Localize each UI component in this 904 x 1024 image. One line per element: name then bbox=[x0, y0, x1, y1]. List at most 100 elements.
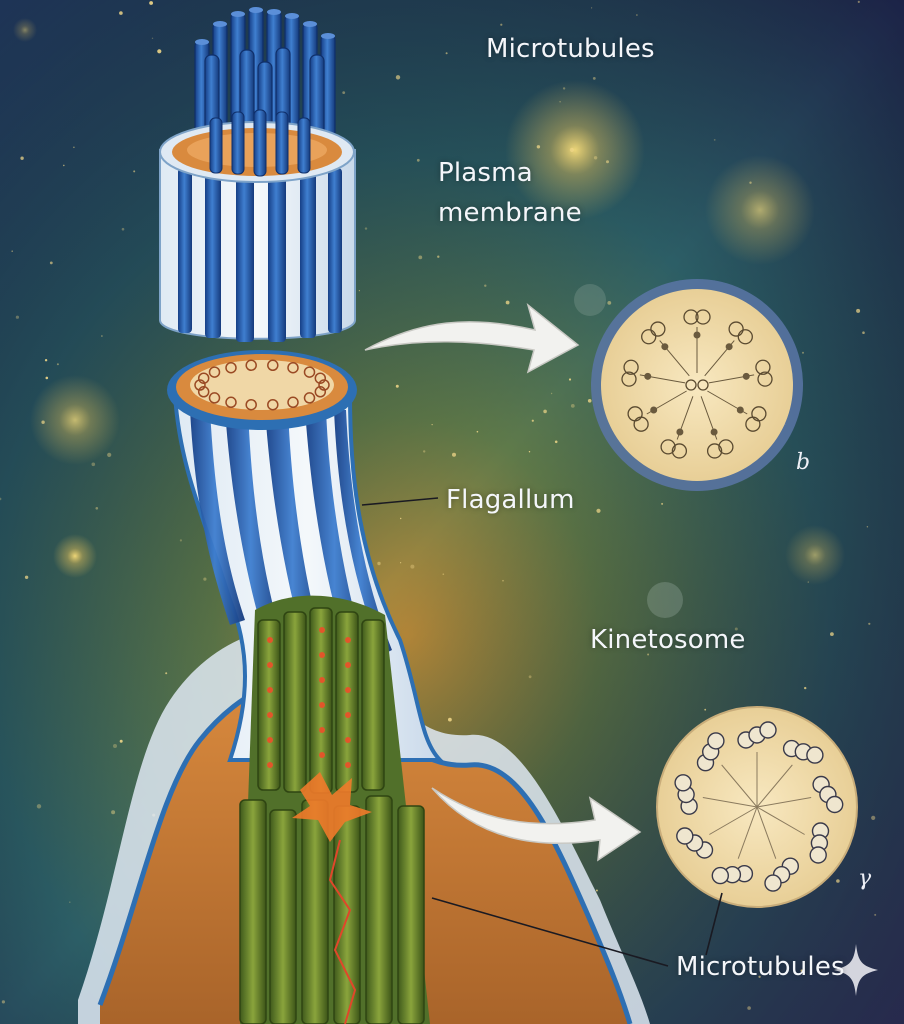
dust-speck bbox=[203, 578, 206, 581]
dust-speck bbox=[563, 87, 565, 89]
dust-speck bbox=[747, 1006, 751, 1010]
dust-speck bbox=[555, 441, 558, 444]
spoke-head bbox=[645, 373, 651, 379]
dust-speck bbox=[365, 227, 367, 229]
dust-speck bbox=[532, 420, 534, 422]
triplet-tubule bbox=[760, 722, 776, 738]
dust-speck bbox=[856, 309, 860, 313]
dust-speck bbox=[359, 290, 360, 291]
dust-speck bbox=[529, 675, 532, 678]
dust-speck bbox=[830, 632, 834, 636]
dust-speck bbox=[571, 404, 575, 408]
dust-speck bbox=[25, 576, 28, 579]
dust-speck bbox=[180, 539, 182, 541]
triplet-tubule bbox=[712, 868, 728, 884]
dust-speck bbox=[113, 744, 117, 748]
dust-speck bbox=[858, 1, 860, 3]
triplet-tubule bbox=[807, 747, 823, 763]
dust-speck bbox=[502, 580, 504, 582]
dust-speck bbox=[570, 148, 574, 152]
tag-upper-cross-section: b bbox=[796, 450, 810, 475]
dust-speck bbox=[606, 160, 609, 163]
dust-speck bbox=[2, 1000, 5, 1003]
triplet-tubule bbox=[675, 775, 691, 791]
dust-speck bbox=[11, 250, 13, 252]
tag-lower-cross-section: γ bbox=[858, 866, 871, 891]
dust-speck bbox=[122, 228, 125, 231]
dust-speck bbox=[46, 377, 49, 380]
dust-speck bbox=[410, 565, 414, 569]
dust-speck bbox=[152, 38, 153, 39]
dust-speck bbox=[443, 573, 445, 575]
spoke-head bbox=[726, 344, 732, 350]
dust-speck bbox=[119, 11, 123, 15]
spoke-head bbox=[737, 407, 743, 413]
dust-speck bbox=[400, 518, 401, 519]
dust-speck bbox=[133, 170, 135, 172]
dust-speck bbox=[808, 581, 809, 582]
dust-speck bbox=[543, 410, 547, 414]
dust-speck bbox=[749, 182, 751, 184]
dust-speck bbox=[569, 378, 571, 380]
dust-speck bbox=[418, 256, 422, 260]
dust-speck bbox=[50, 262, 53, 265]
dust-speck bbox=[593, 77, 596, 80]
label-flagellum: Flagallum bbox=[446, 484, 575, 516]
dust-speck bbox=[836, 879, 840, 883]
dust-speck bbox=[446, 52, 448, 54]
dust-speck bbox=[69, 902, 70, 903]
dust-speck bbox=[591, 7, 592, 8]
dust-speck bbox=[529, 451, 530, 452]
spoke-head bbox=[694, 332, 700, 338]
dust-speck bbox=[594, 156, 597, 159]
dust-speck bbox=[596, 890, 598, 892]
dust-speck bbox=[396, 385, 399, 388]
dust-speck bbox=[342, 91, 345, 94]
dust-speck bbox=[396, 75, 400, 79]
label-plasma-membrane-line2: membrane bbox=[438, 197, 582, 229]
dust-speck bbox=[101, 335, 103, 337]
label-microtubules-top: Microtubules bbox=[486, 33, 655, 65]
spoke-head bbox=[743, 373, 749, 379]
dust-speck bbox=[871, 816, 875, 820]
dust-speck bbox=[57, 363, 59, 365]
dust-speck bbox=[874, 914, 876, 916]
basal-body-cross-section bbox=[657, 707, 857, 907]
dust-speck bbox=[41, 421, 44, 424]
dust-speck bbox=[92, 463, 96, 467]
dust-speck bbox=[149, 1, 153, 5]
dust-speck bbox=[417, 159, 420, 162]
dust-speck bbox=[96, 507, 99, 510]
dust-speck bbox=[452, 453, 456, 457]
label-plasma-membrane-line1: Plasma bbox=[438, 157, 533, 189]
dust-speck bbox=[551, 393, 552, 394]
dust-speck bbox=[596, 509, 600, 513]
dust-speck bbox=[661, 503, 663, 505]
triplet-tubule bbox=[677, 828, 693, 844]
dust-speck bbox=[868, 623, 870, 625]
dust-speck bbox=[506, 301, 510, 305]
plasma-membrane-sleeve bbox=[160, 110, 355, 342]
dust-speck bbox=[588, 399, 592, 403]
dust-speck bbox=[423, 450, 425, 452]
dust-speck bbox=[20, 157, 23, 160]
dust-speck bbox=[107, 453, 111, 457]
dust-speck bbox=[111, 810, 115, 814]
triplet-tubule bbox=[765, 875, 781, 891]
dust-speck bbox=[157, 49, 161, 53]
dust-speck bbox=[377, 562, 380, 565]
dust-speck bbox=[484, 285, 486, 287]
dust-speck bbox=[400, 562, 401, 563]
spoke-head bbox=[711, 429, 717, 435]
spoke-head bbox=[677, 429, 683, 435]
dust-speck bbox=[714, 139, 716, 141]
dust-speck bbox=[165, 672, 167, 674]
dust-speck bbox=[477, 431, 479, 433]
dust-speck bbox=[73, 147, 75, 149]
dust-speck bbox=[16, 316, 19, 319]
dust-speck bbox=[500, 24, 502, 26]
triplet-tubule bbox=[827, 797, 843, 813]
spoke-head bbox=[662, 344, 668, 350]
dust-speck bbox=[537, 145, 540, 148]
dust-speck bbox=[804, 687, 806, 689]
